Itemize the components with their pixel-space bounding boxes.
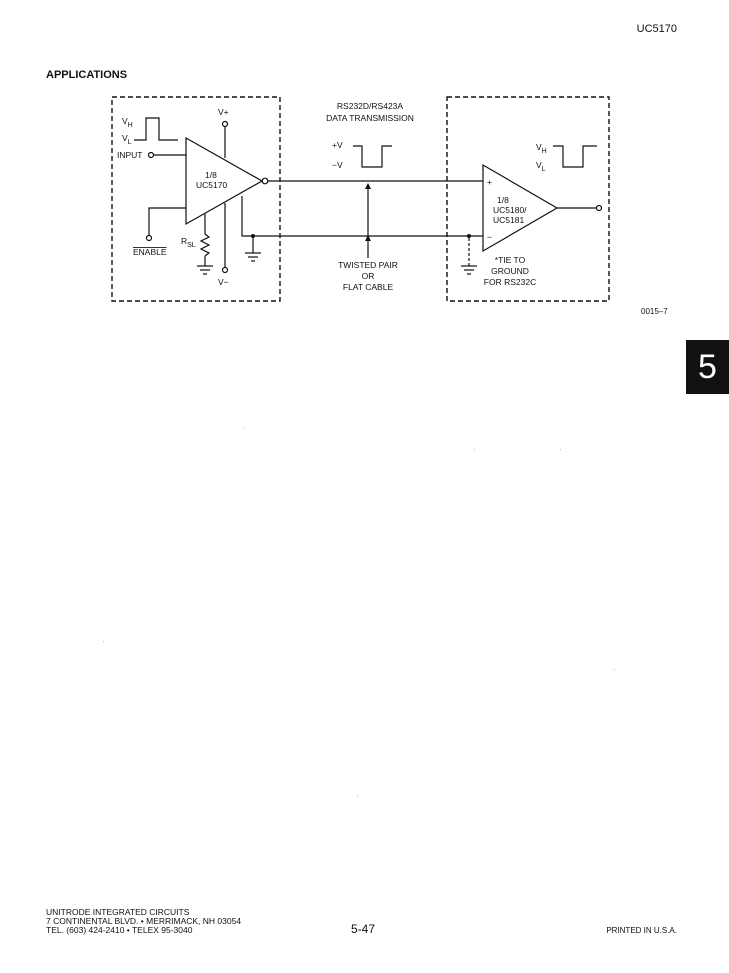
line-plus-v: +V — [332, 140, 343, 150]
rsl-resistor — [199, 233, 211, 257]
scan-speck — [103, 641, 104, 642]
figure-id: 0015–7 — [641, 307, 668, 316]
line-title-2: DATA TRANSMISSION — [326, 113, 414, 123]
footer-company: UNITRODE INTEGRATED CIRCUITS — [46, 907, 190, 917]
driver-fraction: 1/8 — [205, 170, 217, 180]
rsl-label: RSL — [181, 236, 196, 249]
vminus-terminal[interactable] — [221, 266, 229, 274]
driver-enclosure — [111, 96, 281, 302]
input-label: INPUT — [117, 150, 143, 160]
receiver-output-terminal[interactable] — [595, 204, 603, 212]
driver-vplus-label: V+ — [218, 107, 229, 117]
footer-address-block: UNITRODE INTEGRATED CIRCUITS 7 CONTINENT… — [46, 908, 241, 935]
receiver-enclosure — [446, 96, 610, 302]
receiver-note-1: *TIE TO — [495, 255, 526, 265]
driver-vminus-label: V− — [218, 277, 229, 287]
receiver-waveform — [553, 145, 597, 168]
receiver-device-2: UC5181 — [493, 215, 524, 225]
arrow-up-icon — [365, 235, 371, 241]
scan-speck — [474, 449, 475, 450]
receiver-note-3: FOR RS232C — [484, 277, 536, 287]
part-number: UC5170 — [636, 23, 677, 35]
scan-speck — [357, 795, 358, 796]
footer-phone: TEL. (603) 424-2410 • TELEX 95-3040 — [46, 925, 193, 935]
receiver-note-2: GROUND — [491, 266, 529, 276]
cable-label-3: FLAT CABLE — [343, 282, 394, 292]
receiver-device-1: UC5180/ — [493, 205, 527, 215]
chapter-tab: 5 — [686, 340, 729, 394]
receiver-vh-label: VH — [536, 142, 547, 155]
receiver-plus: + — [487, 177, 492, 187]
printed-in-note: PRINTED IN U.S.A. — [606, 926, 677, 935]
line-waveform — [353, 145, 392, 168]
vplus-terminal[interactable] — [221, 120, 229, 128]
scan-speck — [614, 669, 615, 670]
input-waveform — [134, 117, 178, 141]
line-minus-v: −V — [332, 160, 343, 170]
scan-speck — [560, 449, 561, 450]
line-title-1: RS232D/RS423A — [337, 101, 403, 111]
driver-output-bubble — [261, 177, 269, 185]
page-number: 5-47 — [351, 922, 376, 936]
footer-address: 7 CONTINENTAL BLVD. • MERRIMACK, NH 0305… — [46, 916, 242, 926]
receiver-minus: − — [487, 232, 492, 242]
scan-speck — [243, 427, 244, 428]
driver-vh-label: VH — [122, 116, 133, 129]
section-heading: APPLICATIONS — [46, 69, 128, 81]
application-circuit-diagram: VH VL INPUT 1/8 UC5170 V+ V− ENABLE RSL … — [111, 96, 610, 302]
input-terminal[interactable] — [147, 151, 155, 159]
cable-label-2: OR — [362, 271, 375, 281]
driver-amplifier — [185, 136, 264, 226]
enable-terminal[interactable] — [145, 234, 153, 242]
receiver-vl-label: VL — [536, 160, 546, 173]
arrow-up-icon — [365, 183, 371, 189]
cable-label-1: TWISTED PAIR — [338, 260, 398, 270]
enable-label: ENABLE — [133, 247, 167, 257]
driver-vl-label: VL — [122, 133, 132, 146]
receiver-fraction: 1/8 — [497, 195, 509, 205]
receiver-amplifier — [482, 163, 559, 253]
driver-device: UC5170 — [196, 180, 227, 190]
